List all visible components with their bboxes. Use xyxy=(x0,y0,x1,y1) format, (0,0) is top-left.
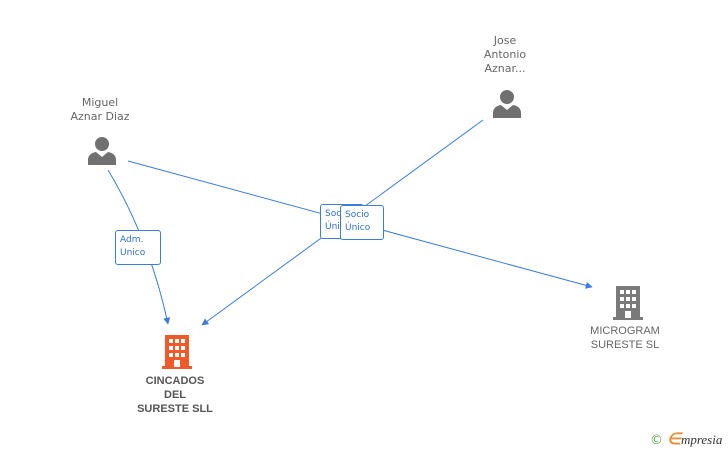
copyright-icon: © xyxy=(650,433,663,448)
edge-label-socio-unico-miguel[interactable]: Socio Único xyxy=(340,205,384,240)
person-label-miguel[interactable]: Miguel Aznar Diaz xyxy=(70,96,130,123)
company-label-microgram[interactable]: MICROGRAM SURESTE SL xyxy=(590,325,660,351)
person-icon[interactable] xyxy=(492,88,522,118)
person-icon[interactable] xyxy=(87,135,117,165)
edge-label-adm-unico[interactable]: Adm. Unico xyxy=(115,230,161,265)
empresia-logo: ©∈mpresia xyxy=(650,431,723,448)
building-icon[interactable] xyxy=(162,333,192,369)
person-label-jose[interactable]: Jose Antonio Aznar... xyxy=(483,34,527,75)
company-label-cincados[interactable]: CINCADOS DEL SURESTE SLL xyxy=(137,375,213,415)
building-icon[interactable] xyxy=(613,284,643,320)
